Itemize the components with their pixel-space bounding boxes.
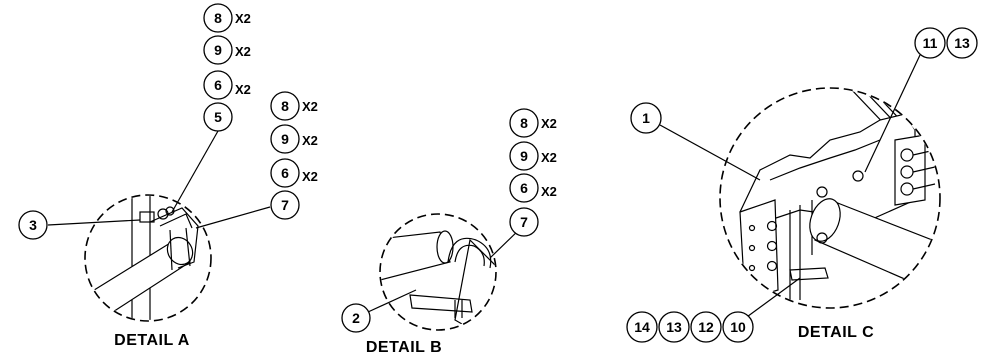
detail-c-title: DETAIL C — [798, 324, 874, 341]
callout-label: 9 — [214, 42, 222, 58]
callout-label: 8 — [214, 10, 222, 26]
callout-label: 6 — [520, 180, 528, 196]
callout-label: 6 — [214, 77, 222, 93]
callout-label: 13 — [954, 35, 970, 51]
callout-14: 14 — [626, 311, 658, 343]
callout-qty: X2 — [541, 116, 557, 131]
callout-label: 11 — [923, 35, 938, 51]
callout-qty: X2 — [235, 44, 251, 59]
callout-10: 10 — [722, 311, 754, 343]
callout-qty: X2 — [302, 169, 318, 184]
callout-label: 1 — [642, 110, 650, 126]
callout-11: 11 — [914, 27, 946, 59]
callout-7-a: 7 — [270, 190, 300, 220]
leader-5 — [171, 130, 219, 213]
callout-label: 14 — [634, 319, 650, 335]
callout-label: 5 — [214, 109, 222, 125]
detail-a-boundary — [84, 194, 212, 322]
callout-9-b: 9 X2 — [509, 141, 557, 171]
callout-6-a: 6 X2 — [203, 70, 251, 100]
leader-2 — [367, 289, 417, 313]
detail-b: 8 X2 9 X2 6 X2 7 2 DETAIL B — [341, 108, 557, 356]
callout-label: 9 — [520, 148, 528, 164]
callout-qty: X2 — [541, 184, 557, 199]
callout-label: 7 — [520, 214, 528, 230]
callout-2: 2 — [341, 303, 371, 333]
callout-5: 5 — [203, 102, 233, 132]
callout-label: 8 — [281, 98, 289, 114]
callout-9-a2: 9 X2 — [270, 124, 318, 154]
callout-3: 3 — [18, 210, 48, 240]
callout-label: 7 — [281, 197, 289, 213]
callout-6-b: 6 X2 — [509, 173, 557, 203]
callout-1: 1 — [630, 102, 662, 134]
callout-label: 6 — [281, 165, 289, 181]
leader-3 — [47, 219, 141, 226]
detail-c: 1 11 13 14 13 12 10 DETAIL C — [626, 27, 978, 343]
leader-10 — [739, 277, 801, 323]
callout-label: 3 — [29, 217, 37, 233]
callout-label: 10 — [730, 319, 746, 335]
detail-c-boundary — [719, 87, 941, 309]
detail-a-title: DETAIL A — [114, 332, 190, 349]
callout-qty: X2 — [235, 82, 251, 97]
callout-qty: X2 — [302, 133, 318, 148]
detail-b-boundary — [379, 213, 497, 331]
leader-1 — [659, 124, 761, 181]
leader-7a — [195, 206, 271, 229]
callout-qty: X2 — [541, 150, 557, 165]
callout-label: 13 — [666, 319, 682, 335]
callout-6-a2: 6 X2 — [270, 158, 318, 188]
leader-11-13 — [864, 54, 921, 173]
detail-b-geometry — [381, 230, 495, 329]
callout-8-b: 8 X2 — [509, 108, 557, 138]
callout-12: 12 — [690, 311, 722, 343]
callout-qty: X2 — [235, 11, 251, 26]
callout-7-b: 7 — [509, 207, 539, 237]
detail-b-title: DETAIL B — [366, 339, 442, 356]
callout-9-a: 9 X2 — [203, 35, 251, 65]
callout-13-top: 13 — [946, 27, 978, 59]
callout-13-bottom: 13 — [658, 311, 690, 343]
callout-qty: X2 — [302, 99, 318, 114]
callout-label: 8 — [520, 115, 528, 131]
callout-8-a2: 8 X2 — [270, 91, 318, 121]
detail-a: 8 X2 9 X2 6 X2 5 8 X2 9 X2 6 — [18, 3, 318, 349]
callout-label: 9 — [281, 131, 289, 147]
callout-label: 12 — [698, 319, 714, 335]
callout-8-a: 8 X2 — [203, 3, 251, 33]
callout-label: 2 — [352, 310, 360, 326]
